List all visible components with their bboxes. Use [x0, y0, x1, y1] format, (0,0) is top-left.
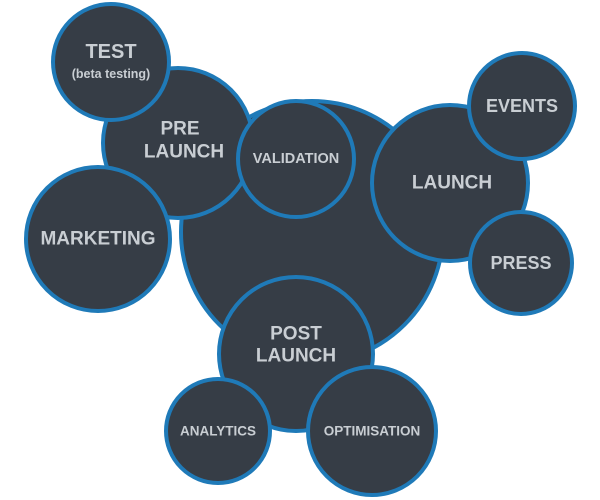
events-circle [467, 51, 577, 161]
test-bubble: TEST (beta testing) [51, 2, 171, 122]
analytics-bubble: ANALYTICS [164, 377, 272, 485]
test-label-line2: (beta testing) [72, 67, 150, 81]
analytics-label: ANALYTICS [180, 424, 256, 439]
marketing-bubble: MARKETING [24, 165, 172, 313]
post-launch-label-line2: LAUNCH [256, 346, 336, 367]
pre-launch-label-line1: PRE [160, 119, 199, 140]
validation-circle [236, 99, 356, 219]
press-label: PRESS [490, 253, 551, 273]
analytics-circle [164, 377, 272, 485]
marketing-label: MARKETING [40, 229, 155, 250]
marketing-circle [24, 165, 172, 313]
pre-launch-label-line2: LAUNCH [144, 142, 224, 163]
events-bubble: EVENTS [467, 51, 577, 161]
press-bubble: PRESS [468, 210, 574, 316]
optimisation-label: OPTIMISATION [324, 424, 421, 439]
press-circle [468, 210, 574, 316]
validation-bubble: VALIDATION [236, 99, 356, 219]
validation-label: VALIDATION [253, 151, 339, 167]
test-circle [51, 2, 171, 122]
post-launch-label-line1: POST [270, 324, 322, 345]
optimisation-circle [306, 365, 438, 497]
optimisation-bubble: OPTIMISATION [306, 365, 438, 497]
test-label-line1: TEST [85, 41, 136, 63]
launch-label: LAUNCH [412, 173, 492, 194]
events-label: EVENTS [486, 96, 558, 116]
